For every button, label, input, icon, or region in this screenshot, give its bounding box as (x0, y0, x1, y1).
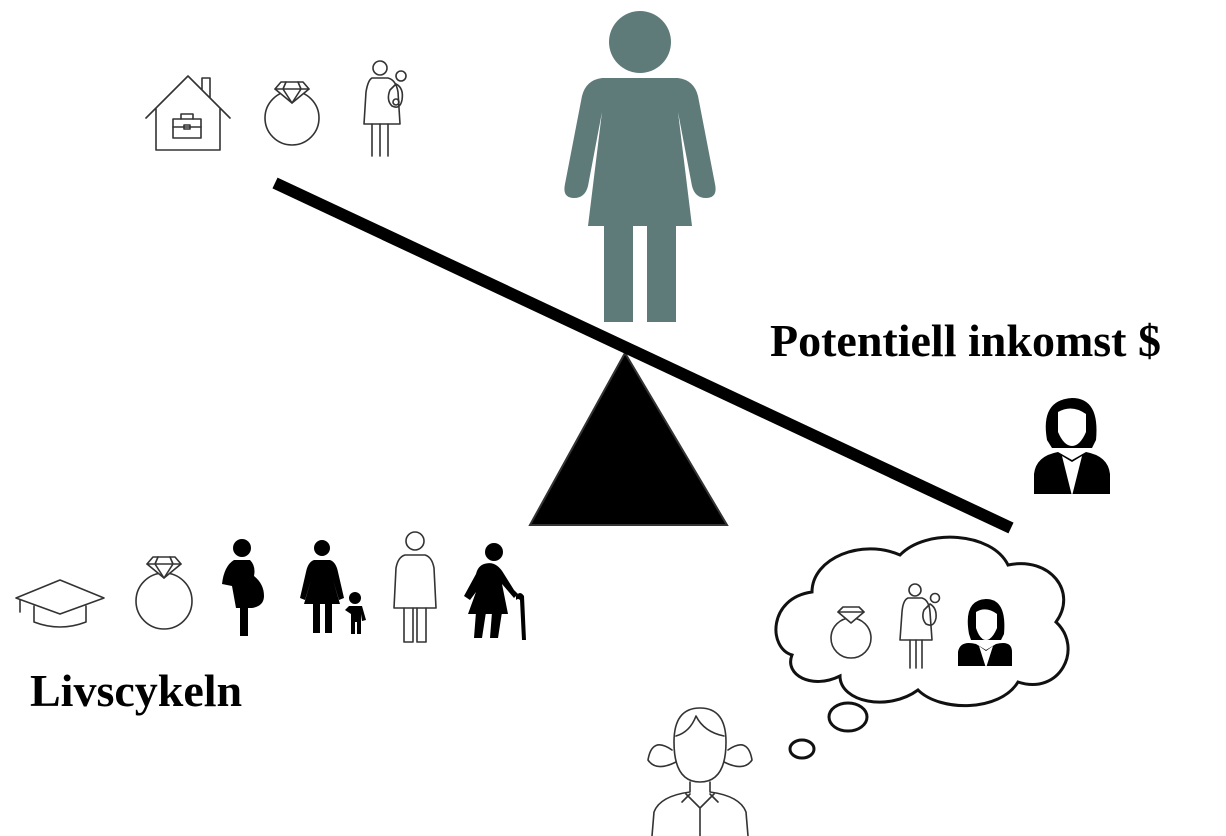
fulcrum-triangle (528, 350, 729, 526)
potential-income-label: Potentiell inkomst $ (770, 315, 1161, 366)
mother-with-child-icon (363, 60, 407, 157)
lifecycle-label: Livscykeln (30, 665, 243, 716)
diamond-ring-icon (830, 606, 872, 659)
woman-figure-icon (564, 11, 716, 322)
seesaw-beam (272, 177, 1014, 534)
house-briefcase-icon (145, 75, 231, 151)
mother-with-child-icon (899, 583, 941, 669)
girl-with-pigtails-icon (647, 707, 753, 836)
woman-outline-icon (393, 531, 437, 643)
thought-bubble-tiny (788, 738, 816, 760)
thought-bubble-small (827, 701, 869, 733)
graduation-cap-icon (15, 579, 105, 628)
businesswoman-icon (1034, 398, 1110, 496)
pregnant-woman-icon (222, 539, 264, 636)
businesswoman-icon (958, 599, 1012, 668)
woman-with-child-icon (300, 540, 366, 634)
diamond-ring-icon (264, 81, 320, 146)
thought-bubble (774, 535, 1070, 707)
elderly-woman-with-cane-icon (464, 543, 526, 640)
diamond-ring-icon (135, 556, 193, 630)
